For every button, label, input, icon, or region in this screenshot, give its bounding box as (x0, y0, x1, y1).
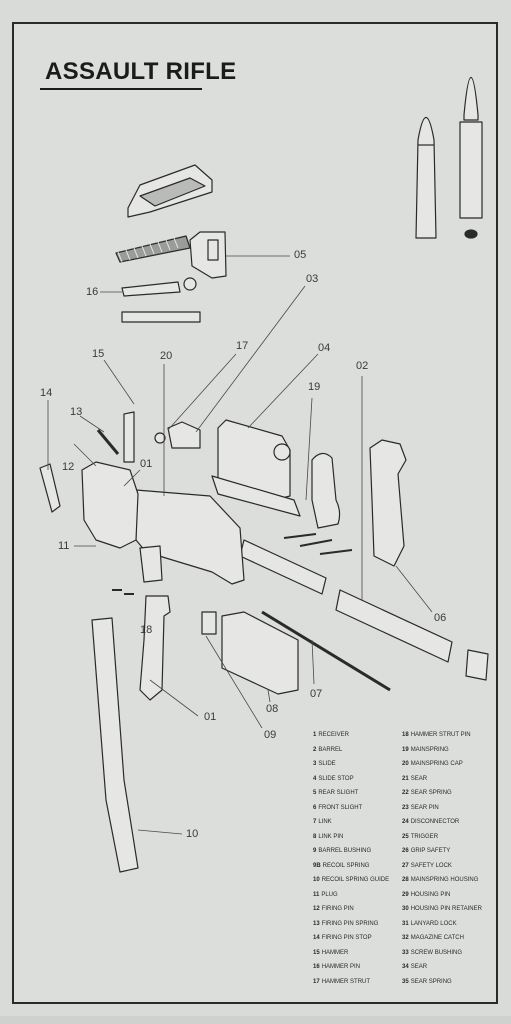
part-trigger (139, 545, 163, 583)
callout-11: 11 (58, 540, 70, 552)
callout-09: 09 (264, 729, 277, 741)
callout-13: 13 (70, 406, 83, 418)
callout-01-grip: 01 (204, 711, 217, 723)
part-hammer-15 (123, 411, 135, 463)
callout-06: 06 (434, 612, 447, 624)
callout-18: 18 (140, 624, 153, 636)
part-mag-well (221, 611, 299, 695)
part-small-screws (112, 589, 134, 595)
callout-12: 12 (62, 461, 75, 473)
callout-05: 05 (294, 249, 307, 261)
callout-07: 07 (310, 688, 323, 700)
callout-01-receiver: 01 (140, 458, 153, 470)
part-magazine (91, 617, 139, 873)
part-17-block (167, 421, 201, 449)
part-barrel (335, 589, 453, 663)
part-gas-tube (239, 539, 327, 595)
part-hammer (311, 452, 341, 529)
part-slide-cover (127, 164, 213, 218)
part-trigger-group (369, 439, 407, 567)
callout-19: 19 (308, 381, 321, 393)
cartridge-left (415, 117, 437, 239)
page-title: ASSAULT RIFLE (45, 58, 237, 85)
callout-14: 14 (40, 387, 53, 399)
callout-20: 20 (160, 350, 173, 362)
part-muzzle (465, 649, 489, 681)
leader-lines (47, 255, 433, 835)
legend-item: 9bRECOIL SPRING (313, 862, 370, 869)
part-receiver (135, 489, 245, 585)
part-14-stop (39, 463, 61, 513)
callout-15: 15 (92, 348, 105, 360)
part-rod (121, 311, 201, 323)
part-pins (283, 533, 353, 555)
part-recoil-spring (115, 235, 191, 263)
bottom-strip (0, 1016, 511, 1024)
part-16-pin (121, 277, 197, 297)
callout-03: 03 (306, 273, 319, 285)
part-bolt-carrier (211, 419, 301, 517)
part-20-ring (154, 432, 166, 444)
title-underline (40, 88, 202, 90)
part-09-catch (201, 611, 217, 635)
callout-08: 08 (266, 703, 279, 715)
callout-16: 16 (86, 286, 99, 298)
callout-17: 17 (236, 340, 249, 352)
callout-04: 04 (318, 342, 331, 354)
callout-02: 02 (356, 360, 369, 372)
part-rear-sight (189, 231, 227, 279)
part-firing-pin (96, 429, 120, 455)
cartridge-right (459, 77, 483, 239)
part-stock-plate (81, 461, 139, 549)
part-cleaning-rod (261, 610, 391, 692)
callout-10: 10 (186, 828, 199, 840)
part-grip (139, 595, 171, 701)
